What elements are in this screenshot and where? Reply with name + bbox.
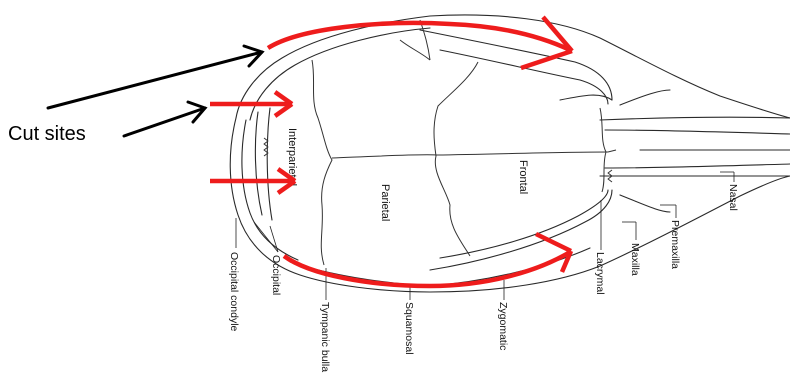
label-frontal: Frontal	[517, 160, 529, 194]
cut-sites-label: Cut sites	[8, 123, 86, 145]
label-parietal: Parietal	[379, 184, 391, 221]
red-arrow-mid-lower	[210, 169, 295, 193]
callout-labels: Occipital condyle Occipital Tympanic bul…	[228, 184, 739, 372]
cut-markers	[210, 17, 572, 286]
red-arc-bottom	[284, 234, 571, 286]
label-squamosal: Squamosal	[403, 302, 415, 355]
label-occipital: Occipital	[270, 255, 282, 295]
label-tympanic-bulla: Tympanic bulla	[319, 302, 331, 372]
black-arrow-upper	[48, 46, 262, 108]
label-lacrymal: Lacrymal	[594, 252, 606, 295]
red-arrow-mid-upper	[210, 92, 292, 116]
label-zygomatic: Zygomatic	[497, 302, 509, 350]
label-maxilla: Maxilla	[629, 243, 641, 276]
black-arrow-lower	[124, 102, 205, 136]
label-premaxilla: Premaxilla	[669, 220, 681, 269]
skull-sutures	[312, 20, 616, 265]
label-occipital-condyle: Occipital condyle	[228, 252, 240, 332]
cut-sites-annotation: Cut sites	[8, 46, 262, 145]
label-nasal: Nasal	[727, 184, 739, 211]
